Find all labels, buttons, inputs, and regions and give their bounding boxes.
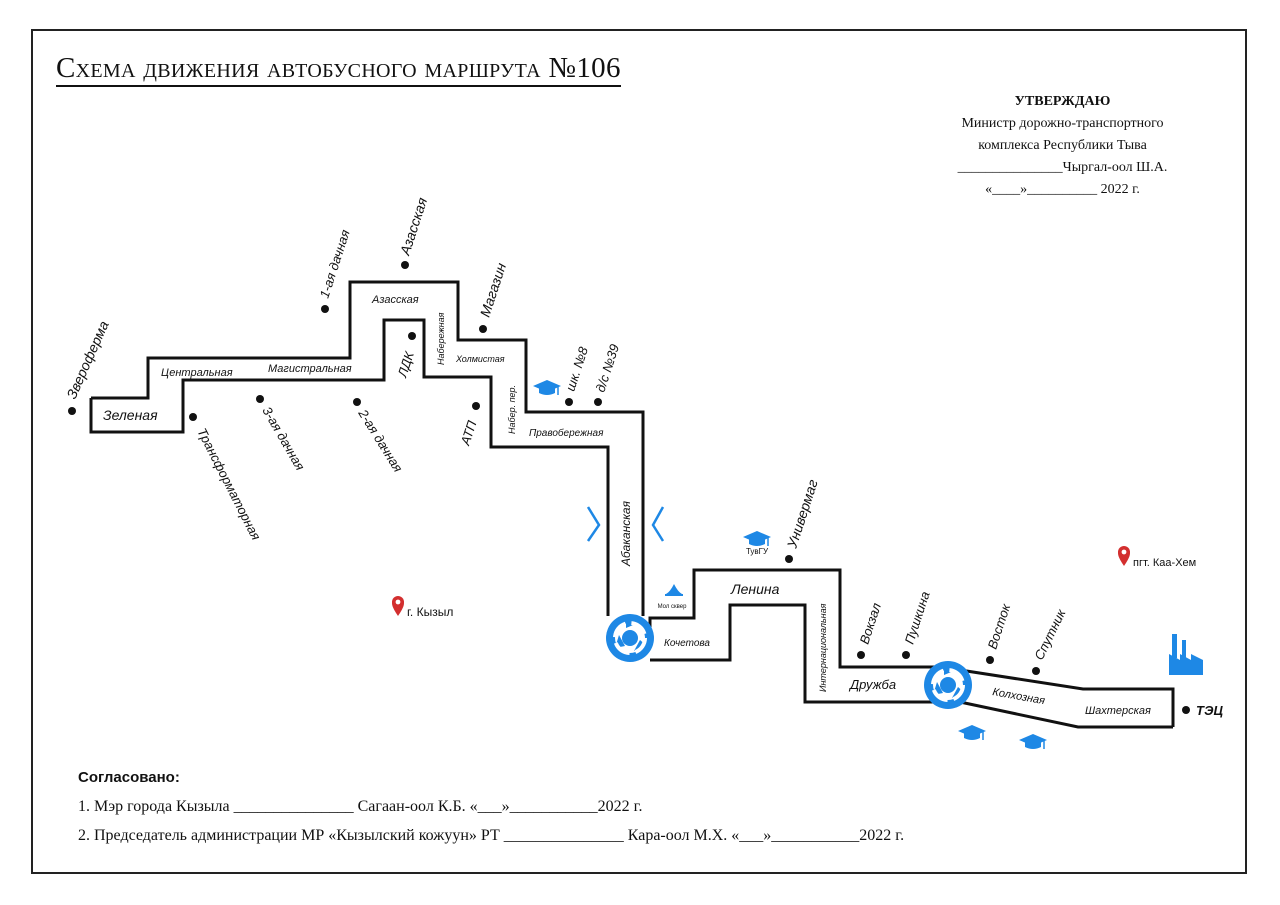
- mol-skver-label: Мол сквер: [658, 604, 688, 610]
- stop-dot: [1182, 706, 1190, 714]
- street-tsentralnaya: Центральная: [161, 367, 233, 379]
- stop-dot: [857, 651, 865, 659]
- street-magistralnaya: Магистральная: [268, 363, 352, 375]
- street-azasskaya: Азасская: [371, 294, 419, 306]
- stop-univermag: Универмаг: [783, 477, 820, 550]
- stop-transformatornaya: Трансформаторная: [194, 426, 263, 543]
- stop-sputnik: Спутник: [1031, 606, 1069, 662]
- route-line-tets-north: [959, 668, 1175, 727]
- stop-dot: [321, 305, 329, 313]
- approval-date: «____»__________ 2022 г.: [985, 182, 1140, 197]
- approval-line: Министр дорожно-транспортного: [961, 116, 1164, 131]
- approval-block: УТВЕРЖДАЮ Министр дорожно-транспортного …: [920, 91, 1205, 201]
- roundabout-icon: [922, 659, 974, 711]
- map-frame: [31, 29, 1247, 874]
- street-druzhba: Дружба: [848, 677, 896, 692]
- stop-dot: [189, 413, 197, 421]
- street-shakhterskaya: Шахтерская: [1085, 705, 1151, 717]
- route-line-south: [89, 318, 610, 616]
- stop-zveroferma: Звероферма: [63, 318, 112, 401]
- street-lenina: Ленина: [730, 581, 780, 597]
- agreement-line: 1. Мэр города Кызыла _______________ Саг…: [78, 798, 643, 815]
- stop-dot: [986, 656, 994, 664]
- agreement-line: 2. Председатель администрации МР «Кызылс…: [78, 827, 905, 844]
- route-line-east-north: [648, 568, 940, 669]
- agreement-heading: Согласовано:: [78, 769, 180, 786]
- kaa-khem-label: пгт. Каа-Хем: [1133, 557, 1196, 569]
- stop-ds39: д/с №39: [593, 342, 623, 394]
- street-naberezhnaya: Набережная: [436, 312, 446, 365]
- stop-shk8: шк. №8: [563, 344, 592, 393]
- route-line-east-south: [650, 603, 940, 704]
- stop-dot: [408, 332, 416, 340]
- stop-dot: [594, 398, 602, 406]
- map-pin-icon: [1118, 546, 1130, 566]
- stop-tretya-dachnaya: 3-ая дачная: [259, 404, 307, 473]
- stop-dots: [68, 261, 1190, 714]
- street-naber-per: Набер. пер.: [507, 385, 517, 434]
- stop-tets: ТЭЦ: [1196, 703, 1223, 718]
- street-abakanskaya: Абаканская: [619, 500, 633, 567]
- stop-pushkina: Пушкина: [902, 589, 933, 645]
- stop-pervaya-dachnaya: 1-ая дачная: [317, 228, 353, 300]
- street-internatsionalnaya: Интернациональная: [818, 603, 828, 692]
- stop-dot: [479, 325, 487, 333]
- stop-dot: [472, 402, 480, 410]
- stop-dot: [256, 395, 264, 403]
- route-line-north: [91, 280, 645, 616]
- agreement-block: Согласовано: 1. Мэр города Кызыла ______…: [78, 763, 904, 850]
- street-kochetova: Кочетова: [664, 638, 710, 649]
- graduation-cap-icon: [532, 379, 562, 396]
- street-zelenaya: Зеленая: [103, 407, 158, 423]
- street-kolkhoznaya: Колхозная: [991, 686, 1045, 707]
- factory-icon: [1169, 634, 1203, 675]
- bridge-icon: [586, 506, 665, 542]
- graduation-cap-icon: [957, 724, 987, 741]
- stop-dot: [565, 398, 573, 406]
- tuvgu-label: ТувГУ: [746, 547, 769, 556]
- graduation-cap-icon: [742, 530, 772, 547]
- kyzyl-label: г. Кызыл: [407, 605, 453, 619]
- stop-atp: АТП: [457, 418, 479, 448]
- stop-vokzal: Вокзал: [857, 600, 885, 646]
- stop-magazin: Магазин: [477, 261, 510, 319]
- stop-azasskaya: Азасская: [396, 195, 430, 258]
- street-kholmistaya: Холмистая: [455, 354, 505, 364]
- stop-dot: [68, 407, 76, 415]
- stop-dot: [1032, 667, 1040, 675]
- stop-dot: [785, 555, 793, 563]
- route-line-tets-south: [959, 700, 1173, 729]
- approval-heading: УТВЕРЖДАЮ: [1014, 94, 1111, 109]
- page-title: Схема движения автобусного маршрута №106: [56, 52, 621, 87]
- stop-vostok: Восток: [985, 601, 1014, 651]
- street-pravoberezhnaya: Правобережная: [529, 427, 604, 439]
- approval-line: комплекса Республики Тыва: [978, 138, 1147, 153]
- stop-vtoraya-dachnaya: 2-ая дачная: [355, 406, 406, 475]
- roundabout-icon: [604, 612, 656, 664]
- stop-dot: [353, 398, 361, 406]
- approval-signature: _______________Чыргал-оол Ш.А.: [957, 160, 1168, 175]
- fountain-icon: [665, 584, 683, 596]
- stop-ldk: ЛДК: [394, 349, 417, 380]
- map-pin-icon: [392, 596, 404, 616]
- stop-dot: [401, 261, 409, 269]
- graduation-cap-icon: [1018, 733, 1048, 750]
- stop-dot: [902, 651, 910, 659]
